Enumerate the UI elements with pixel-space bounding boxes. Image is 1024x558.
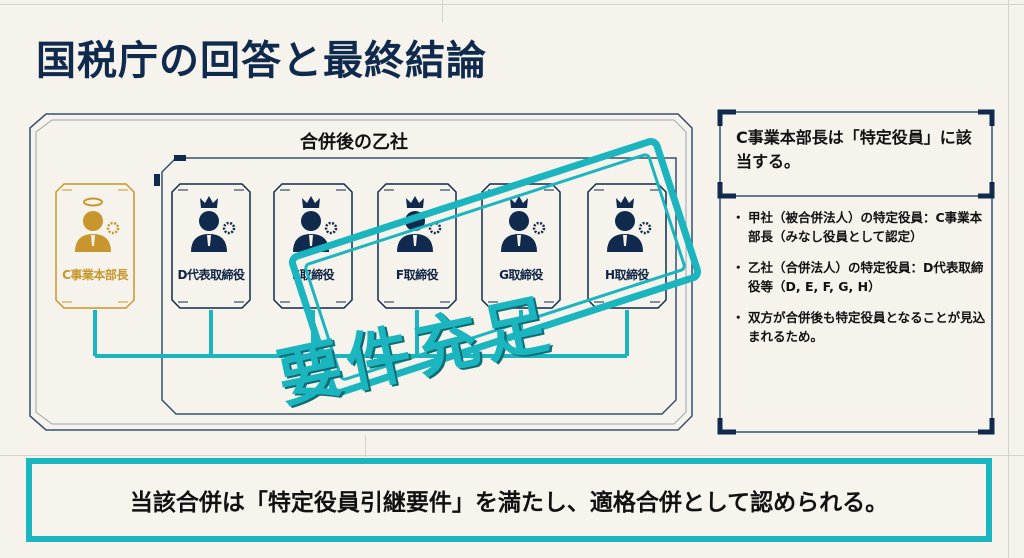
gear-icon xyxy=(638,221,652,235)
crown-icon xyxy=(200,196,218,208)
side-bullet-item: ・双方が合併後も特定役員となることが見込まれるため。 xyxy=(732,308,986,346)
outer-frame-inner xyxy=(35,119,687,425)
connector-node xyxy=(174,155,186,161)
inner-frame xyxy=(161,157,677,415)
side-panel: C事業本部長は「特定役員」に該当する。 ・甲社（被合併法人）の特定役員：C事業本… xyxy=(720,112,992,432)
background-line xyxy=(0,455,1024,456)
bullet-marker: ・ xyxy=(732,210,745,225)
person-card: C事業本部長 xyxy=(54,182,136,310)
person-card: F取締役 xyxy=(376,182,458,310)
crown-icon xyxy=(510,196,528,208)
gear-icon xyxy=(222,221,236,235)
person-icon xyxy=(171,183,251,309)
bullet-text: 甲社（被合併法人）の特定役員：C事業本部長（みなし役員として認定） xyxy=(748,210,983,244)
conclusion-text: 当該合併は「特定役員引継要件」を満たし、適格合併として認められる。 xyxy=(129,490,889,516)
crown-icon xyxy=(616,196,634,208)
side-box-frame xyxy=(717,109,995,435)
page-title: 国税庁の回答と最終結論 xyxy=(36,38,487,84)
halo-icon xyxy=(83,197,103,207)
card-label: H取締役 xyxy=(604,268,650,282)
gear-icon xyxy=(532,221,546,235)
person-icon xyxy=(587,183,667,309)
card-label: G取締役 xyxy=(499,268,543,282)
gear-icon xyxy=(428,221,442,235)
person-icon xyxy=(377,183,457,309)
group-label: 合併後の乙社 xyxy=(300,132,408,153)
side-bullet-list: ・甲社（被合併法人）の特定役員：C事業本部長（みなし役員として認定） ・乙社（合… xyxy=(732,208,986,358)
person-card: E取締役 xyxy=(272,182,354,310)
background-line xyxy=(365,435,366,457)
person-card: G取締役 xyxy=(480,182,562,310)
crown-icon xyxy=(302,196,320,208)
background-line xyxy=(1008,0,1009,558)
side-heading: C事業本部長は「特定役員」に該当する。 xyxy=(736,128,972,171)
person-icon xyxy=(55,183,135,309)
card-label: C事業本部長 xyxy=(62,268,128,282)
bullet-text: 双方が合併後も特定役員となることが見込まれるため。 xyxy=(748,310,986,344)
outer-frame xyxy=(29,113,693,431)
gear-icon xyxy=(324,221,338,235)
side-bullet-item: ・乙社（合併法人）の特定役員：D代表取締役等（D, E, F, G, H） xyxy=(732,258,986,296)
bus-connector xyxy=(93,310,629,358)
gear-icon xyxy=(106,221,120,235)
bullet-marker: ・ xyxy=(732,260,745,275)
conclusion-banner: 当該合併は「特定役員引継要件」を満たし、適格合併として認められる。 xyxy=(26,458,992,542)
background-line xyxy=(442,0,443,22)
crown-icon xyxy=(406,196,424,208)
card-label: E取締役 xyxy=(291,268,335,282)
person-icon xyxy=(273,183,353,309)
background-line xyxy=(0,4,1024,5)
card-label: F取締役 xyxy=(395,268,439,282)
person-card: D代表取締役 xyxy=(170,182,252,310)
person-card: H取締役 xyxy=(586,182,668,310)
connector-node xyxy=(154,174,160,186)
bullet-marker: ・ xyxy=(732,310,745,325)
person-icon xyxy=(481,183,561,309)
card-label: D代表取締役 xyxy=(177,268,245,282)
bullet-text: 乙社（合併法人）の特定役員：D代表取締役等（D, E, F, G, H） xyxy=(748,260,984,294)
side-bullet-item: ・甲社（被合併法人）の特定役員：C事業本部長（みなし役員として認定） xyxy=(732,208,986,246)
